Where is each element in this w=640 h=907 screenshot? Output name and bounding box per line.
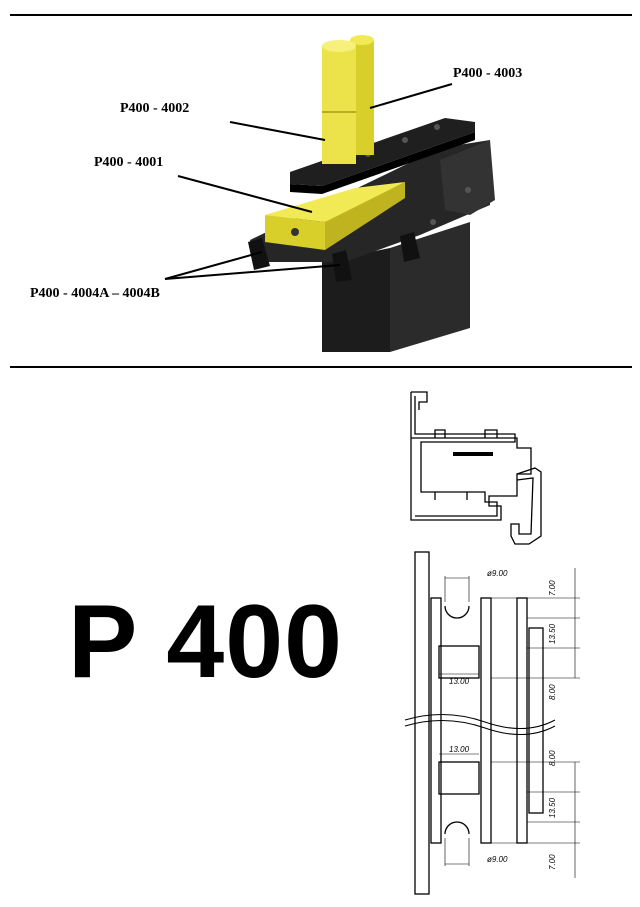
slider-top [265,182,405,222]
assembly-illustration [164,35,495,352]
dim-v-top-3: 8.00 [548,684,557,700]
lower-body-front [322,248,390,352]
slider-hole [291,228,299,236]
middle-divider [10,366,632,368]
leader-4001 [177,175,313,213]
product-title: P 400 [68,584,343,700]
clip-right [332,250,352,282]
dimension-drawing: ø9.00 13.00 13.00 ø9.00 7.00 13.50 8.00 … [404,551,580,895]
frame-hole-1 [465,187,471,193]
leader-4002 [229,121,326,141]
profile-hatch [453,452,493,456]
callout-p400-4004: P400 - 4004A – 4004B [30,286,160,301]
dim-width-bottom: 13.00 [449,745,470,754]
clip-rear [400,232,420,262]
pin-rear-cap [350,35,374,45]
dim-v-bot-1: 8.00 [548,750,557,766]
pin-front [322,46,356,164]
leader-4003 [369,83,453,109]
leader-4004-a [164,251,263,280]
dim-diameter-top: ø9.00 [487,569,508,578]
callout-p400-4003: P400 - 4003 [453,66,523,81]
dim-v-top-1: 7.00 [548,580,557,596]
dim-v-bot-3: 7.00 [548,854,557,870]
dim-width-top: 13.00 [449,677,470,686]
slider-side [325,182,405,250]
callout-p400-4001: P400 - 4001 [94,155,164,170]
plate-hole-2 [402,137,408,143]
frame-side [440,140,495,215]
top-plate [290,118,475,186]
profile-section-drawing [410,391,542,545]
frame-hole-2 [430,219,436,225]
top-plate-edge [290,132,475,194]
dim-v-bot-2: 13.50 [548,797,557,818]
callout-p400-4002: P400 - 4002 [120,101,190,116]
pin-front-cap [322,40,356,52]
clip-left [248,238,270,270]
plate-hole-1 [434,124,440,130]
dim-diameter-bottom: ø9.00 [487,855,508,864]
leader-4004-b [164,264,341,280]
dim-v-top-2: 13.50 [548,623,557,644]
top-divider [10,14,632,16]
